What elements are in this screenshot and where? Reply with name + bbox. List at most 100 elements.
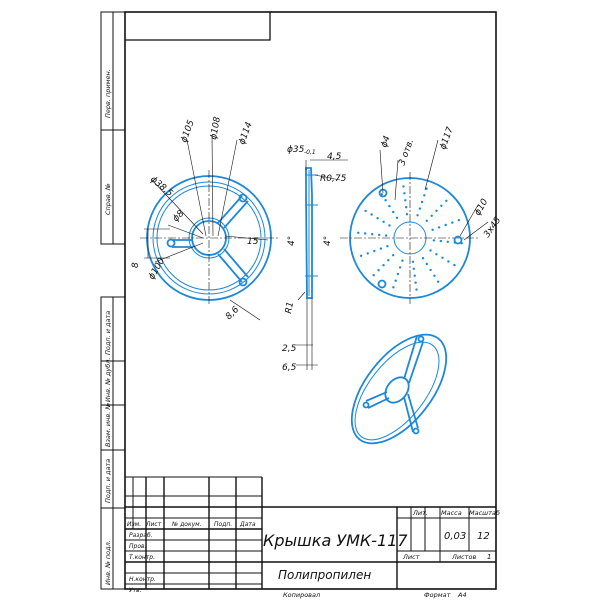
perforation-hole [379, 247, 383, 250]
top-view-labels: ϕ4 3 отв. ϕ117 ϕ10 3x45 [379, 126, 503, 240]
top-view-dimensions [379, 139, 489, 241]
razrab-label: Разраб. [129, 532, 153, 539]
dim-d108: ϕ108 [209, 116, 223, 141]
perforation-hole [431, 228, 434, 231]
list-label: Лист [402, 553, 420, 561]
title-block-text: Крышка УМК-117 Полипропилен Лит. Масса М… [127, 509, 500, 599]
perforation-hole [430, 214, 433, 217]
side-label-perv-primen: Перв. примен. [104, 69, 112, 118]
dim-3-holes: 3 отв. [397, 138, 416, 167]
perforation-hole [387, 259, 390, 262]
section-view-labels: ϕ35 -0,1 4,5 R0,75 4° 4° R1 2,5 6,5 [282, 145, 347, 373]
perforation-hole [429, 249, 432, 252]
dim-d38-5: ϕ38,5 [148, 175, 175, 200]
perforation-hole [388, 204, 391, 208]
perforation-hole [357, 231, 360, 234]
perforation-hole [412, 267, 415, 270]
perforation-hole [392, 254, 395, 257]
perforation-hole [432, 239, 436, 242]
perforation-hole [392, 286, 395, 289]
perforation-hole [447, 260, 450, 263]
perforation-hole [388, 224, 391, 227]
perforation-hole [382, 220, 385, 223]
nkontr-label: Н.контр. [129, 576, 156, 583]
perforation-hole [364, 209, 367, 213]
dim-8-6: 8,6 [224, 305, 241, 322]
perforation-hole [435, 253, 438, 256]
col-masshtab: Масштаб [469, 509, 500, 517]
perforation-hole [425, 262, 428, 266]
utv-label: Утв. [129, 587, 142, 594]
perforation-hole [401, 259, 404, 262]
dim-d35-tol: -0,1 [304, 149, 316, 156]
perforation-hole [394, 279, 397, 282]
top-view [340, 172, 478, 304]
dim-d4: ϕ4 [379, 134, 392, 149]
dim-r0-75: R0,75 [320, 174, 347, 184]
section-view-dimensions [296, 159, 348, 370]
perforation-hole [429, 268, 432, 272]
perforation-hole [411, 260, 415, 263]
perforation-hole [453, 263, 456, 267]
format-value: А4 [457, 591, 467, 599]
perforation-hole [420, 200, 424, 204]
row-data: Дата [239, 521, 256, 528]
front-view [140, 170, 280, 306]
perforation-hole [384, 234, 388, 237]
perforation-hole [437, 280, 440, 283]
col-massa: Масса [441, 509, 462, 517]
perforation-hole [384, 199, 387, 202]
row-podp: Подп. [214, 521, 232, 528]
perforation-hole [371, 233, 374, 236]
perforation-hole [364, 232, 367, 235]
title-block-grid [125, 476, 496, 589]
perforation-hole [413, 274, 416, 277]
perforation-hole [377, 269, 380, 272]
perforation-hole [402, 185, 405, 188]
listov-value: 1 [487, 553, 491, 561]
row-list: Лист [145, 521, 162, 528]
perforation-hole [441, 256, 444, 259]
side-label-inv-dubl: Инв. № дубл. [104, 358, 112, 402]
perforation-hole [437, 226, 441, 229]
perforation-hole [453, 241, 456, 244]
side-label-vzam-inv: Взам. инв. № [104, 403, 112, 447]
perforation-hole [414, 281, 417, 284]
side-strip-labels: Перв. примен. Справ. № Подп. и дата Инв.… [104, 69, 112, 585]
dim-d35: ϕ35 [287, 145, 305, 155]
section-view [305, 167, 318, 299]
perforation-hole [444, 223, 447, 227]
massa-value: 0,03 [444, 531, 466, 542]
dim-chamfer: 3x45 [482, 215, 503, 239]
perforation-hole [380, 193, 383, 196]
perforation-hole [376, 217, 379, 220]
row-ndokum: № докум. [171, 521, 202, 528]
perforation-hole [425, 219, 428, 222]
dim-d114: ϕ114 [237, 121, 254, 146]
perforation-hole [398, 266, 402, 269]
dim-6-5: 6,5 [282, 363, 297, 373]
dim-4-5: 4,5 [327, 152, 342, 162]
dim-d100: ϕ100 [147, 256, 167, 281]
perforation-hole [445, 199, 448, 202]
dim-4deg-a: 4° [287, 236, 297, 246]
perforation-hole [405, 206, 408, 209]
dim-d105: ϕ105 [179, 119, 196, 144]
dim-d117: ϕ117 [438, 126, 455, 151]
perforation-hole [392, 210, 395, 214]
perforation-hole [415, 288, 418, 291]
perforation-hole [460, 242, 463, 245]
perforation-hole [382, 264, 385, 267]
sheet-frame [100, 11, 497, 590]
dim-15: 15 [247, 237, 259, 247]
perforation-hole [396, 272, 400, 276]
perforation-hole [457, 219, 461, 222]
perforation-holes [357, 185, 463, 291]
perforation-hole [446, 240, 449, 243]
kopiroval-label: Копировал [283, 591, 320, 599]
perforation-hole [451, 221, 454, 224]
listov-label: Листов [451, 553, 476, 561]
perforation-hole [440, 204, 443, 207]
perforation-hole [378, 233, 381, 237]
dim-4deg-b: 4° [323, 236, 333, 246]
